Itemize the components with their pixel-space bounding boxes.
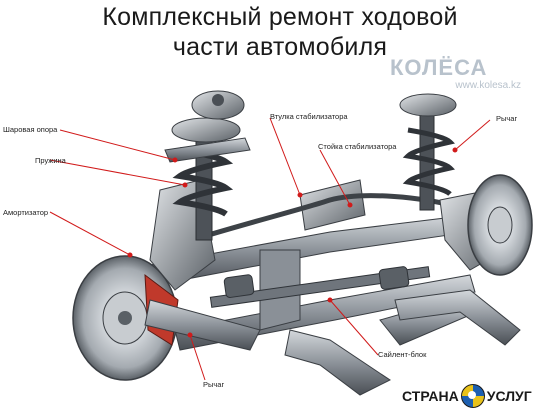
- brand-logo: СТРАНА УСЛУГ: [402, 384, 532, 408]
- label-lever-top-right: Рычаг: [496, 114, 518, 123]
- callout-lines: [49, 117, 491, 381]
- stabilizer-bar: [159, 193, 471, 253]
- label-stabilizer-bushing: Втулка стабилизатора: [270, 112, 348, 121]
- steering-rack: [209, 266, 431, 308]
- label-spring: Пружина: [35, 156, 66, 165]
- label-lever-bottom: Рычаг: [203, 380, 225, 389]
- label-stabilizer-link: Стойка стабилизатора: [318, 142, 397, 151]
- label-ball-joint: Шаровая опора: [3, 125, 58, 134]
- title-line-2: части автомобиля: [172, 33, 388, 61]
- right-brake-disc: [467, 174, 533, 276]
- label-silent-block: Сайлент-блок: [378, 350, 427, 359]
- title-line-1: Комплексный ремонт ходовой: [102, 3, 458, 31]
- brand-right-text: УСЛУГ: [486, 388, 532, 404]
- watermark-logo: КОЛЁСА: [390, 55, 488, 80]
- brand-left-text: СТРАНА: [402, 388, 459, 404]
- label-shock-absorber: Амортизатор: [3, 208, 49, 217]
- left-strut: [164, 90, 251, 241]
- watermark-url: www.kolesa.kz: [455, 80, 521, 91]
- handshake-globe-icon: [460, 384, 485, 408]
- page-title: Комплексный ремонт ходовой части автомоб…: [0, 2, 560, 62]
- watermark: КОЛЁСА www.kolesa.kz: [390, 55, 525, 92]
